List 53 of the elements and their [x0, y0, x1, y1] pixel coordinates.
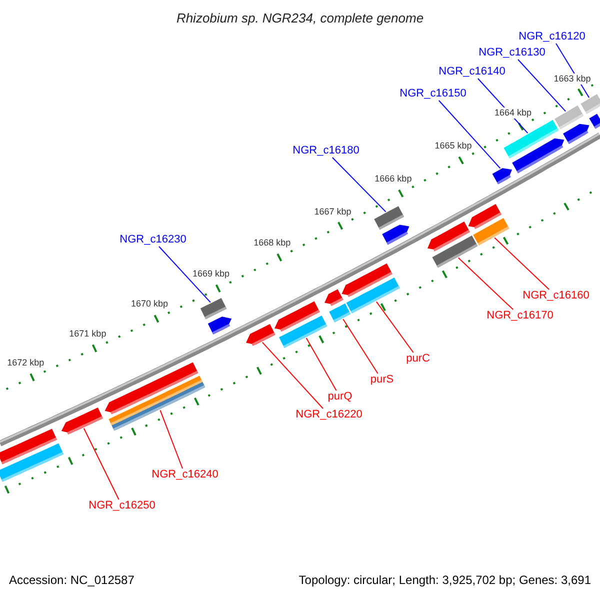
tick-label: 1671 kbp: [68, 328, 108, 340]
gene-label: purC: [406, 354, 430, 364]
gene-label: NGR_c16230: [120, 234, 186, 246]
title: Rhizobium sp. NGR234, complete genome: [176, 12, 424, 24]
gene-label: NGR_c16140: [438, 66, 506, 78]
gene-feature: [468, 204, 510, 246]
gene-label: NGR_c16120: [518, 32, 586, 42]
gene-feature: [504, 120, 564, 174]
gene-label: NGR_c16160: [522, 290, 590, 302]
leader-line: [160, 410, 183, 469]
tick-label: 1670 kbp: [130, 298, 170, 310]
gene-feature: [246, 324, 276, 346]
leader-line: [332, 157, 386, 212]
gene-label: NGR_c16220: [296, 410, 362, 420]
tick-label: 1664 kbp: [493, 107, 533, 118]
gene-feature: [492, 168, 512, 184]
leader-line: [158, 246, 211, 303]
tick-label: 1667 kbp: [313, 206, 352, 218]
leader-line: [438, 100, 501, 169]
gene-feature: [104, 362, 206, 431]
gene-label: NGR_c16130: [478, 48, 546, 58]
leader-line: [262, 342, 324, 409]
leader-line: [306, 338, 337, 391]
tick-label: 1666 kbp: [374, 174, 413, 185]
gene-feature: [554, 105, 590, 144]
gene-feature: [200, 298, 232, 334]
leader-line: [518, 59, 566, 112]
leader-line: [458, 257, 514, 310]
genome-info-text: Topology: circular; Length: 3,925,702 bp; Genes: 3,691: [298, 574, 591, 586]
gene-feature: [580, 94, 600, 129]
gene-label: NGR_c16170: [486, 310, 554, 322]
tick-label: 1665 kbp: [434, 140, 473, 152]
gene-feature: [61, 408, 103, 435]
gene-label: NGR_c16150: [400, 88, 466, 100]
gene-label: NGR_c16240: [152, 470, 218, 480]
gene-label: purS: [370, 374, 394, 386]
gene-feature: [342, 263, 400, 314]
leader-line: [342, 318, 378, 374]
tick-label: 1669 kbp: [191, 268, 231, 280]
tick-label: 1672 kbp: [6, 357, 46, 368]
gene-label: purQ: [328, 392, 352, 402]
gene-feature: [324, 289, 351, 322]
leader-line: [83, 428, 120, 500]
leader-line: [376, 301, 414, 353]
accession-text: Accession: NC_012587: [9, 574, 134, 586]
gene-label: NGR_c16250: [88, 500, 156, 512]
gene-feature: [374, 206, 410, 245]
tick-label: 1663 kbp: [552, 73, 592, 84]
gene-feature: [274, 301, 328, 348]
tick-label: 1668 kbp: [252, 238, 292, 249]
gene-feature: [428, 222, 478, 268]
gene-label: NGR_c16180: [292, 146, 360, 156]
leader-line: [494, 237, 550, 290]
